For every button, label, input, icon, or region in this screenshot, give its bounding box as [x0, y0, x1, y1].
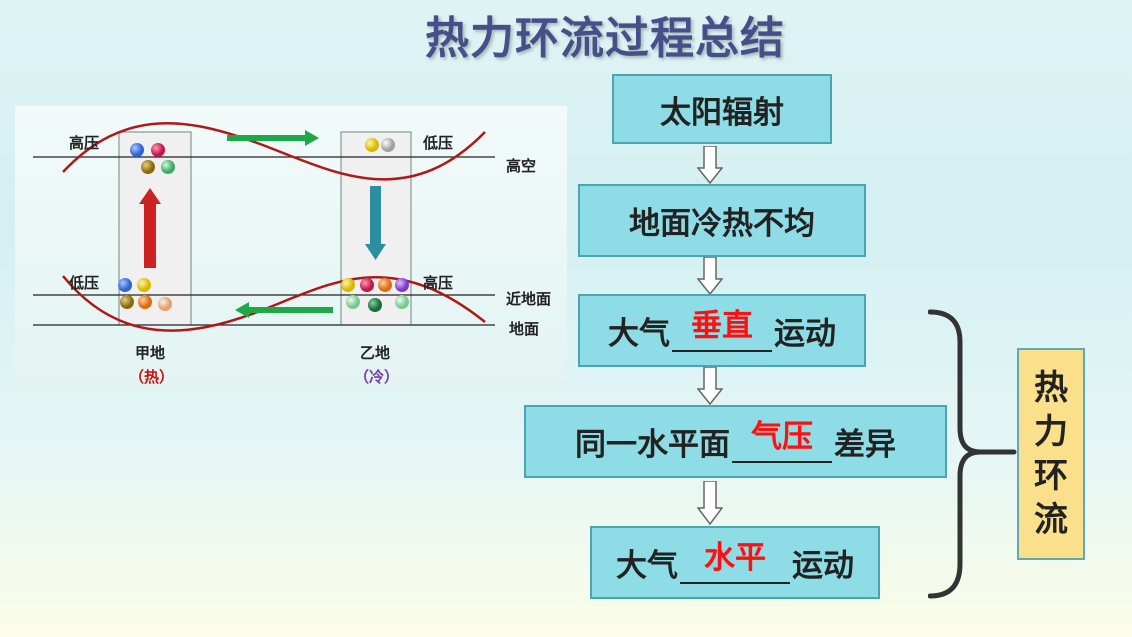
step-solar-radiation: 太阳辐射: [612, 74, 832, 144]
answer-vertical: 垂直: [691, 307, 753, 344]
step-solar-radiation-label: 太阳辐射: [660, 94, 784, 131]
label-place-b-note: （冷）: [354, 368, 400, 386]
step-uneven-heating: 地面冷热不均: [578, 184, 866, 257]
step-uneven-heating-label: 地面冷热不均: [629, 206, 815, 242]
label-low-pressure-top: 低压: [423, 134, 454, 152]
down-arrow-icon: [697, 146, 723, 184]
label-place-b: 乙地: [360, 344, 391, 362]
answer-blank: 水平: [680, 540, 790, 584]
step-vertical-motion-prefix: 大气: [608, 316, 670, 352]
step-horizontal-motion-suffix: 运动: [792, 548, 854, 584]
down-arrow-icon: [697, 367, 723, 405]
answer-blank: 气压: [732, 419, 832, 463]
step-vertical-motion: 大气 垂直 运动: [578, 294, 866, 367]
summary-char: 环: [1034, 456, 1068, 496]
step-horizontal-motion-prefix: 大气: [616, 548, 678, 584]
step-horizontal-motion: 大气 水平 运动: [590, 526, 880, 599]
summary-char: 力: [1034, 412, 1068, 452]
down-arrow-icon: [697, 481, 723, 525]
label-low-pressure-bottom: 低压: [69, 274, 100, 292]
curly-brace-icon: [928, 309, 1017, 599]
thermal-circulation-diagram: 高压 低压 高空 低压 高压 近地面 地面 甲地 （热） 乙地 （冷）: [15, 106, 567, 390]
label-high-pressure-top: 高压: [69, 134, 100, 152]
step-pressure-difference: 同一水平面 气压 差异: [524, 405, 947, 478]
summary-char: 流: [1034, 500, 1068, 540]
label-place-a-note: （热）: [129, 368, 175, 386]
summary-char: 热: [1034, 368, 1068, 408]
step-vertical-motion-suffix: 运动: [774, 316, 836, 352]
summary-thermal-circulation: 热 力 环 流: [1017, 348, 1085, 560]
step-pressure-prefix: 同一水平面: [575, 427, 730, 463]
answer-pressure: 气压: [751, 418, 813, 455]
label-high-pressure-bottom: 高压: [423, 274, 454, 292]
step-pressure-suffix: 差异: [834, 427, 896, 463]
answer-horizontal: 水平: [704, 539, 766, 576]
answer-blank: 垂直: [672, 308, 772, 352]
down-arrow-icon: [697, 257, 723, 295]
label-near-ground: 近地面: [506, 290, 552, 308]
diagram-graphic: [33, 122, 495, 332]
label-high-altitude: 高空: [506, 157, 537, 175]
label-ground: 地面: [509, 320, 540, 338]
page-title: 热力环流过程总结: [425, 13, 785, 64]
label-place-a: 甲地: [135, 344, 166, 362]
